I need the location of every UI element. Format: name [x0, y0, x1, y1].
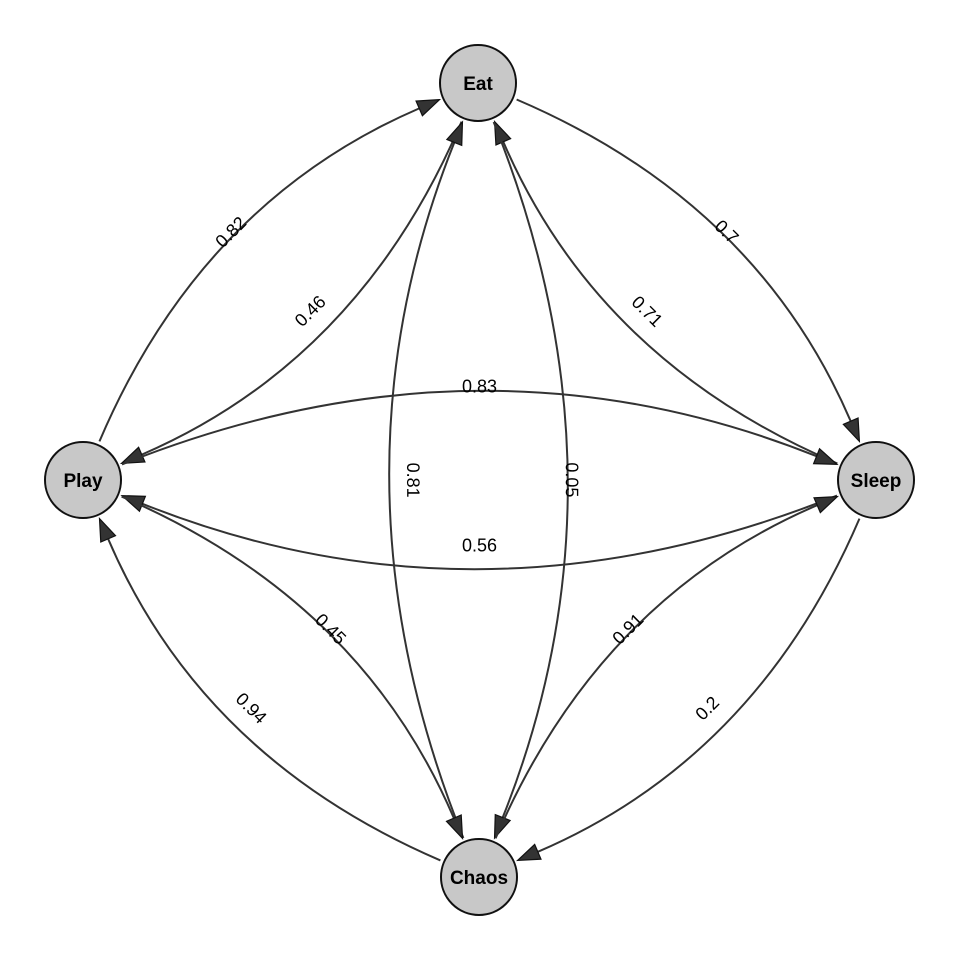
node-chaos[interactable]: Chaos [440, 838, 518, 916]
edge-chaos-to-play: 0.94 [98, 517, 441, 862]
edge-weight-label: 0.05 [562, 462, 582, 497]
arrowhead-icon [515, 843, 542, 862]
arrowhead-icon [98, 517, 117, 543]
edge-weight-label: 0.46 [291, 292, 330, 331]
edge-weight-label: 0.83 [462, 377, 497, 397]
arrowhead-icon [842, 417, 861, 444]
edge-eat-to-chaos: 0.05 [492, 121, 582, 840]
edge-eat-to-sleep: 0.7 [516, 98, 861, 444]
edge-line [142, 494, 838, 571]
node-circle[interactable] [44, 441, 122, 519]
edge-weight-label: 0.56 [462, 535, 497, 555]
node-eat[interactable]: Eat [439, 44, 517, 122]
edge-weight-label: 0.2 [691, 692, 723, 724]
edge-sleep-to-play: 0.56 [120, 494, 838, 571]
edge-line [502, 141, 838, 465]
edge-line [537, 518, 861, 853]
edge-weight-label: 0.81 [403, 463, 423, 498]
edge-play-to-eat: 0.82 [98, 98, 442, 442]
node-label: Play [63, 471, 103, 492]
edge-line [107, 538, 441, 862]
edge-weight-label: 0.91 [608, 609, 647, 648]
node-circle[interactable] [837, 441, 915, 519]
edge-line [121, 495, 455, 819]
arrowhead-icon [445, 814, 464, 840]
arrowhead-icon [119, 446, 146, 465]
edge-line [388, 142, 465, 839]
node-label: Sleep [851, 471, 902, 492]
node-circle[interactable] [439, 44, 517, 122]
node-play[interactable]: Play [44, 441, 122, 519]
arrowhead-icon [415, 98, 442, 117]
edge-line [516, 98, 852, 422]
edge-line [121, 389, 817, 466]
edge-chaos-to-eat: 0.81 [388, 120, 465, 839]
node-label: Chaos [450, 868, 508, 889]
arrowhead-icon [445, 120, 464, 147]
edge-sleep-to-chaos: 0.2 [515, 518, 861, 862]
arrowhead-icon [493, 119, 512, 146]
edge-weight-label: 0.45 [311, 610, 350, 649]
edge-weight-label: 0.7 [711, 216, 743, 248]
edge-play-to-sleep: 0.83 [121, 377, 839, 466]
edge-weight-label: 0.82 [211, 213, 250, 252]
node-sleep[interactable]: Sleep [837, 441, 915, 519]
node-circle[interactable] [440, 838, 518, 916]
edge-line [494, 504, 818, 839]
node-label: Eat [463, 74, 493, 95]
edge-weight-label: 0.94 [232, 689, 271, 728]
edge-weight-label: 0.71 [628, 292, 667, 331]
arrowhead-icon [812, 447, 839, 466]
edge-line [141, 121, 463, 456]
arrowhead-icon [813, 495, 840, 514]
edge-line [98, 107, 420, 442]
edge-line [492, 121, 569, 818]
